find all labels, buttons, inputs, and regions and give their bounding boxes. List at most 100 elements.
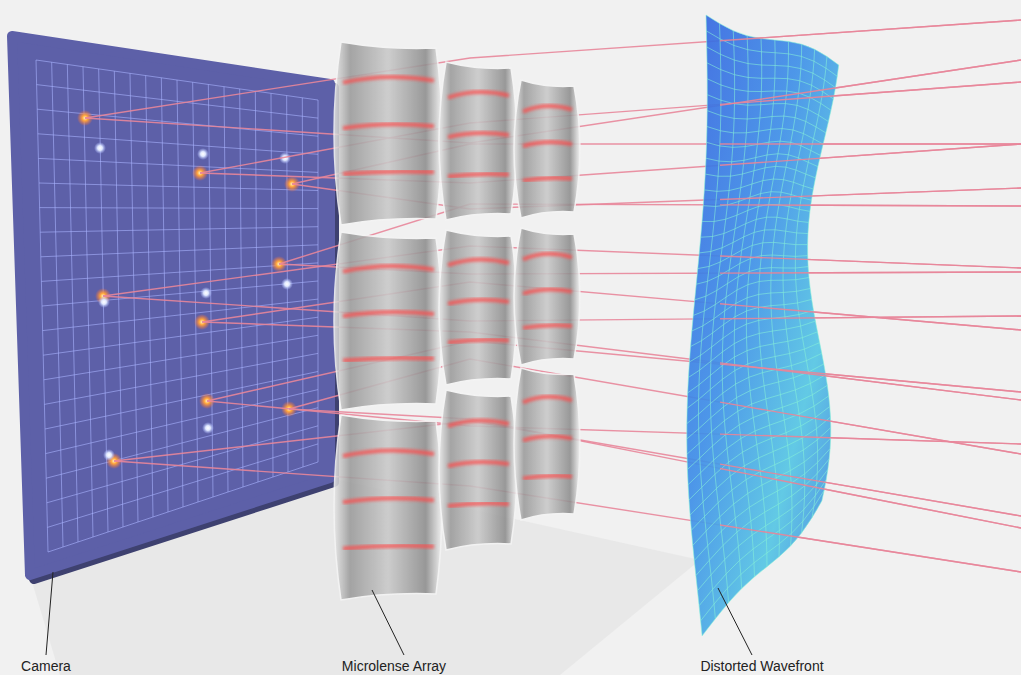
light-band: [448, 420, 509, 426]
light-band: [343, 266, 434, 272]
distorted-wavefront: [687, 15, 839, 636]
sensor-grid: [38, 158, 318, 172]
light-band: [343, 77, 434, 83]
wavefront-mesh: [707, 79, 831, 111]
leader-line: [718, 588, 752, 655]
light-band: [523, 397, 572, 403]
wavefront-mesh: [687, 375, 826, 455]
light-band: [448, 259, 509, 265]
light-ray: [720, 402, 1021, 454]
light-band: [523, 325, 572, 328]
light-ray: [200, 144, 1021, 183]
light-band: [523, 476, 572, 479]
light-rays: [85, 20, 1021, 572]
light-ray: [720, 525, 1021, 572]
sensor-grid: [37, 109, 318, 136]
light-ray: [202, 282, 1021, 330]
wavefront-mesh: [808, 65, 839, 501]
microlens: [439, 390, 517, 550]
wavefront-mesh: [695, 267, 808, 300]
light-ray: [720, 363, 1021, 400]
light-band: [343, 124, 434, 128]
wavefront-mesh: [687, 385, 827, 469]
sensor-grid: [43, 317, 318, 355]
light-band: [523, 106, 572, 112]
sensor-grid: [47, 444, 318, 528]
reference-spot: [197, 148, 209, 160]
light-ray: [720, 364, 1021, 392]
reference-spot: [98, 296, 110, 308]
light-band: [448, 133, 509, 137]
camera-sensor: [12, 36, 334, 579]
part-label: Distorted Wavefront: [700, 658, 823, 674]
light-ray: [720, 205, 1021, 206]
microlens-array: [334, 42, 580, 600]
wavefront-mesh: [703, 192, 811, 207]
sensor-grid: [36, 60, 318, 100]
light-ray: [720, 256, 1021, 268]
sensor-grid: [41, 245, 318, 257]
light-band: [343, 312, 434, 316]
light-ray: [720, 20, 1021, 41]
microlens: [439, 230, 517, 385]
reference-spot: [94, 142, 106, 154]
light-rays-front: [720, 20, 1021, 572]
light-band: [448, 300, 509, 304]
light-ray: [720, 304, 1021, 330]
part-label: Camera: [21, 658, 71, 674]
sensor-grid: [48, 462, 318, 552]
light-band: [343, 358, 434, 361]
wavefront-mesh: [702, 501, 822, 636]
light-ray: [720, 434, 1021, 444]
microlens: [514, 368, 580, 520]
leader-line: [46, 572, 53, 655]
microlens: [514, 80, 580, 218]
light-band: [523, 254, 572, 260]
wavefront-mesh: [702, 204, 810, 221]
reference-spot: [103, 449, 115, 461]
part-label: Microlense Array: [342, 658, 446, 674]
wavefront-mesh: [699, 480, 826, 606]
light-band: [448, 462, 509, 466]
sensor-grid: [44, 353, 318, 404]
microlens: [334, 42, 442, 225]
sensor-grid: [45, 372, 318, 430]
sensor-grid: [47, 426, 318, 503]
microlens: [439, 62, 517, 220]
light-band: [523, 436, 572, 440]
wavefront-surface: [687, 15, 839, 636]
light-band: [523, 290, 572, 294]
wavefront-mesh: [701, 217, 809, 237]
light-band: [523, 178, 572, 181]
wavefront-mesh: [687, 364, 824, 439]
light-ray: [720, 468, 1021, 528]
sensor-grid: [42, 281, 318, 306]
light-ray: [720, 82, 1021, 104]
reference-spot: [200, 287, 212, 299]
light-ray: [114, 461, 1021, 572]
light-ray: [207, 341, 1021, 401]
wavefront-mesh: [707, 127, 823, 145]
sensor-grid: [46, 390, 318, 454]
wavefront-mesh: [704, 179, 813, 191]
light-band: [448, 503, 509, 506]
microlens: [334, 415, 442, 600]
light-band: [448, 174, 509, 177]
wavefront-mesh: [699, 230, 808, 253]
wavefront-mesh: [694, 449, 830, 561]
light-ray: [202, 322, 1021, 400]
leader-line: [372, 590, 404, 655]
wavefront-mesh: [707, 63, 833, 99]
reference-spot: [202, 422, 214, 434]
wavefront-mesh: [698, 242, 808, 268]
microlens: [514, 228, 580, 365]
light-band: [343, 450, 434, 456]
light-ray: [720, 144, 1021, 165]
light-band: [343, 171, 434, 174]
wavefront-mesh: [707, 47, 836, 88]
light-ray: [207, 401, 1021, 444]
wavefront-mesh: [707, 141, 821, 155]
reference-spot: [281, 278, 293, 290]
